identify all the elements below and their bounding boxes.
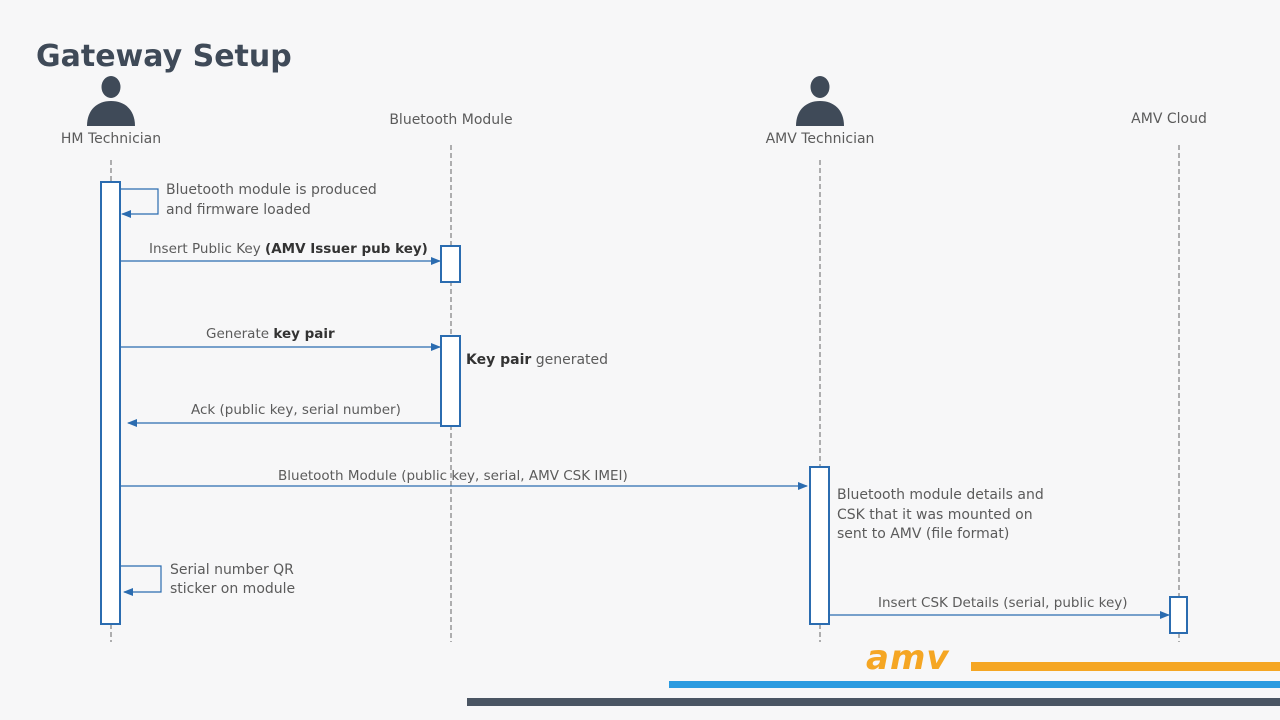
note-produced-line1: Bluetooth module is produced	[166, 182, 377, 198]
actor-label-amv-cloud: AMV Cloud	[1131, 111, 1207, 127]
activation-bluetooth-module-2	[440, 335, 461, 427]
amv-logo: amv	[866, 638, 950, 678]
note-qr-line2: sticker on module	[170, 581, 295, 597]
note-qr-line1: Serial number QR	[170, 562, 294, 578]
note-key-pair-generated: Key pair generated	[466, 352, 608, 368]
brand-bar-blue	[669, 681, 1280, 688]
person-silhouette-icon	[796, 76, 844, 126]
message-label-insert-public-key-bold: (AMV Issuer pub key)	[265, 241, 428, 257]
note-key-pair-suffix: generated	[531, 352, 608, 368]
message-label-insert-public-key: Insert Public Key (AMV Issuer pub key)	[149, 241, 428, 257]
message-self-qr-sticker: Serial number QR sticker on module	[120, 562, 295, 597]
actor-label-bluetooth-module: Bluetooth Module	[389, 112, 512, 128]
message-bluetooth-module-send: Bluetooth Module (public key, serial, AM…	[120, 468, 808, 490]
brand-bar-gray	[467, 698, 1280, 706]
brand-bar-orange	[971, 662, 1280, 671]
message-insert-csk-details: Insert CSK Details (serial, public key)	[829, 595, 1170, 619]
note-details-line3: sent to AMV (file format)	[837, 526, 1009, 542]
message-label-bluetooth-module-send: Bluetooth Module (public key, serial, AM…	[278, 468, 628, 484]
message-label-generate-bold: key pair	[273, 326, 335, 342]
actor-amv-technician: AMV Technician	[766, 76, 875, 147]
message-label-insert-public-key-prefix: Insert Public Key	[149, 241, 265, 257]
note-details-line1: Bluetooth module details and	[837, 487, 1044, 503]
actor-label-amv-technician: AMV Technician	[766, 131, 875, 147]
message-label-generate: Generate key pair	[206, 326, 335, 342]
arrow-self-produced	[120, 188, 159, 218]
note-produced-line2: and firmware loaded	[166, 202, 311, 218]
message-insert-public-key: Insert Public Key (AMV Issuer pub key)	[120, 241, 441, 265]
note-details: Bluetooth module details and CSK that it…	[837, 487, 1044, 542]
message-self-produced: Bluetooth module is produced and firmwar…	[120, 182, 377, 218]
activation-amv-cloud	[1169, 596, 1188, 634]
message-label-ack: Ack (public key, serial number)	[191, 402, 401, 418]
actor-hm-technician: HM Technician	[61, 76, 161, 147]
activation-hm-technician	[100, 181, 121, 625]
actor-label-hm-technician: HM Technician	[61, 131, 161, 147]
message-label-generate-prefix: Generate	[206, 326, 273, 342]
message-ack: Ack (public key, serial number)	[127, 402, 441, 427]
activation-amv-technician	[809, 466, 830, 625]
arrow-self-qr-sticker	[120, 565, 162, 596]
note-key-pair-bold: Key pair	[466, 352, 531, 368]
message-generate-key-pair: Generate key pair	[120, 326, 441, 351]
activation-bluetooth-module-1	[440, 245, 461, 283]
person-silhouette-icon	[87, 76, 135, 126]
note-details-line2: CSK that it was mounted on	[837, 507, 1033, 523]
message-label-insert-csk-details: Insert CSK Details (serial, public key)	[878, 595, 1128, 611]
page-title: Gateway Setup	[36, 39, 292, 74]
